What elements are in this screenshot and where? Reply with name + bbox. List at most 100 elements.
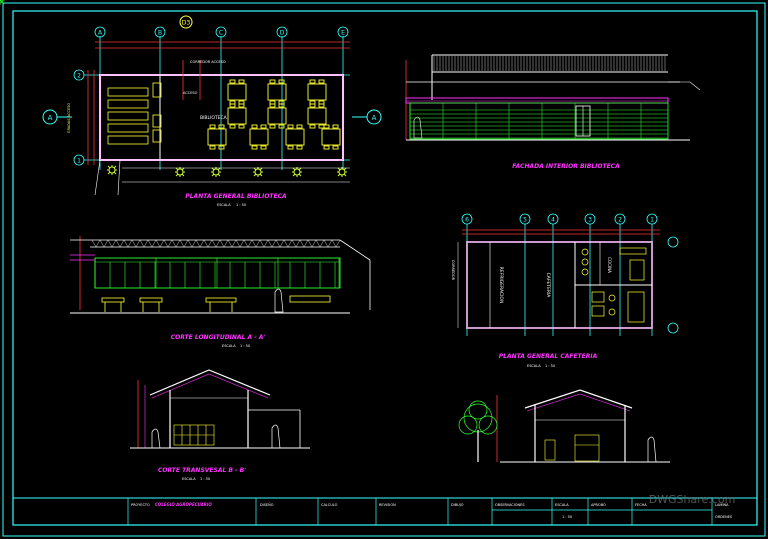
hatch-line (323, 239, 329, 248)
hatch-line (115, 239, 121, 248)
hatch-line (335, 239, 341, 248)
hatch-line (211, 239, 217, 248)
caf-label-mesas: REFRIGERACION (498, 267, 504, 304)
corte-transversal-drawing: CORTE TRANSVESAL B - B' ESCALA 1 : 50 (130, 369, 310, 481)
hatch-line (203, 239, 209, 248)
hatch-line (307, 239, 313, 248)
hatch-line (111, 239, 117, 248)
corte-longitudinal-scale-label: ESCALA (222, 344, 236, 348)
hatch-line (275, 239, 281, 248)
caf-axis-4: 4 (551, 217, 555, 224)
cafeteria-plan: 6 5 4 3 2 1 REFRIGERACION CAFETERIA COCI… (451, 213, 679, 368)
hatch-line (219, 239, 225, 248)
hatch-line (295, 239, 301, 248)
axis-row-1: 1 (77, 158, 81, 165)
hatch-line (199, 239, 205, 248)
corte-transversal-scale-label: ESCALA (182, 477, 196, 481)
axis-col-c: C (219, 30, 223, 37)
axis-col-e: E (341, 30, 345, 37)
section-marker-right: A (372, 114, 377, 122)
hatch-line (135, 239, 141, 248)
tb-proyecto-value: COLEGIO AGROPECUARIO (155, 502, 212, 507)
hatch-line (279, 239, 285, 248)
hatch-line (215, 239, 221, 248)
tb-dibujo-label: DIBUJO (451, 503, 464, 507)
hatch-line (207, 239, 213, 248)
hatch-line (91, 239, 97, 248)
hatch-line (163, 239, 169, 248)
hatch-line (243, 239, 249, 248)
hatch-line (319, 239, 325, 248)
hatch-line (159, 239, 165, 248)
hatch-line (127, 239, 133, 248)
tb-revision-label: REVISION (379, 503, 396, 507)
biblioteca-plan: A B C D E 2 1 D3 (0, 0, 382, 207)
hatch-line (311, 239, 317, 248)
hatch-line (315, 239, 321, 248)
hatch-line (175, 239, 181, 248)
hatch-line (187, 239, 193, 248)
room-label-gradas: GRADAS ACCESO (67, 103, 71, 133)
hatch-line (291, 239, 297, 248)
hatch-line (327, 239, 333, 248)
hatch-line (267, 239, 273, 248)
hatch-line (191, 239, 197, 248)
hatch-line (259, 239, 265, 248)
hatch-line (103, 239, 109, 248)
hatch-line (143, 239, 149, 248)
hatch-line (251, 239, 257, 248)
hatch-line (287, 239, 293, 248)
room-label-biblioteca: BIBLIOTECA (200, 115, 228, 121)
tb-calculo-label: CALCULO (321, 503, 338, 507)
hatch-line (247, 239, 253, 248)
cafeteria-plan-scale-value: 1 : 50 (545, 364, 555, 368)
caf-axis-2: 2 (618, 217, 622, 224)
fachada-title: FACHADA INTERIOR BIBLIOTECA (512, 163, 620, 170)
hatch-line (271, 239, 277, 248)
biblioteca-plan-title: PLANTA GENERAL BIBLIOTECA (185, 193, 287, 200)
corte-transversal-title: CORTE TRANSVESAL B - B' (158, 467, 246, 474)
top-marker: D3 (182, 20, 191, 27)
corte-longitudinal-drawing: CORTE LONGITUDINAL A - A' ESCALA 1 : 50 (70, 236, 371, 348)
hatch-line (231, 239, 237, 248)
watermark: DWGShare.com (649, 493, 736, 506)
hatch-line (235, 239, 241, 248)
hatch-line (139, 239, 145, 248)
hatch-line (123, 239, 129, 248)
hatch-line (227, 239, 233, 248)
hatch-line (131, 239, 137, 248)
tb-lamina-label: LAMINA (715, 503, 729, 507)
caf-axis-6: 6 (465, 217, 469, 224)
hatch-line (239, 239, 245, 248)
cafeteria-plan-scale-label: ESCALA (527, 364, 541, 368)
tb-proyecto-label: PROYECTO (131, 503, 150, 507)
biblioteca-plan-scale-label: ESCALA (217, 203, 231, 207)
room-label-acceso: ACCESO (183, 91, 198, 95)
room-label-corredor: CORREDOR ACCESO (190, 60, 226, 64)
hatch-line (255, 239, 261, 248)
axis-col-d: D (280, 30, 285, 37)
caf-axis-1: 1 (650, 217, 654, 224)
hatch-line (179, 239, 185, 248)
corte-longitudinal-scale-value: 1 : 50 (240, 344, 250, 348)
hatch-line (155, 239, 161, 248)
hatch-line (151, 239, 157, 248)
axis-col-a: A (98, 30, 103, 37)
hatch-line (195, 239, 201, 248)
tb-escala-label: ESCALA (555, 503, 569, 507)
hatch-line (223, 239, 229, 248)
fachada-drawing: FACHADA INTERIOR BIBLIOTECA (405, 54, 701, 170)
cafeteria-plan-title: PLANTA GENERAL CAFETERIA (499, 353, 598, 360)
axis-row-2: 2 (77, 73, 81, 80)
tb-escala-value: 1 : 50 (562, 515, 572, 519)
hatch-line (95, 239, 101, 248)
cafeteria-section-drawing (458, 389, 670, 463)
tb-ordenes-label: ORDENES (715, 515, 733, 519)
hatch-line (107, 239, 113, 248)
tb-aprobo-label: APROBÓ (591, 502, 606, 507)
hatch-line (183, 239, 189, 248)
caf-label-corredor: CORREDOR (451, 260, 455, 281)
hatch-line (147, 239, 153, 248)
caf-axis-5: 5 (523, 217, 527, 224)
